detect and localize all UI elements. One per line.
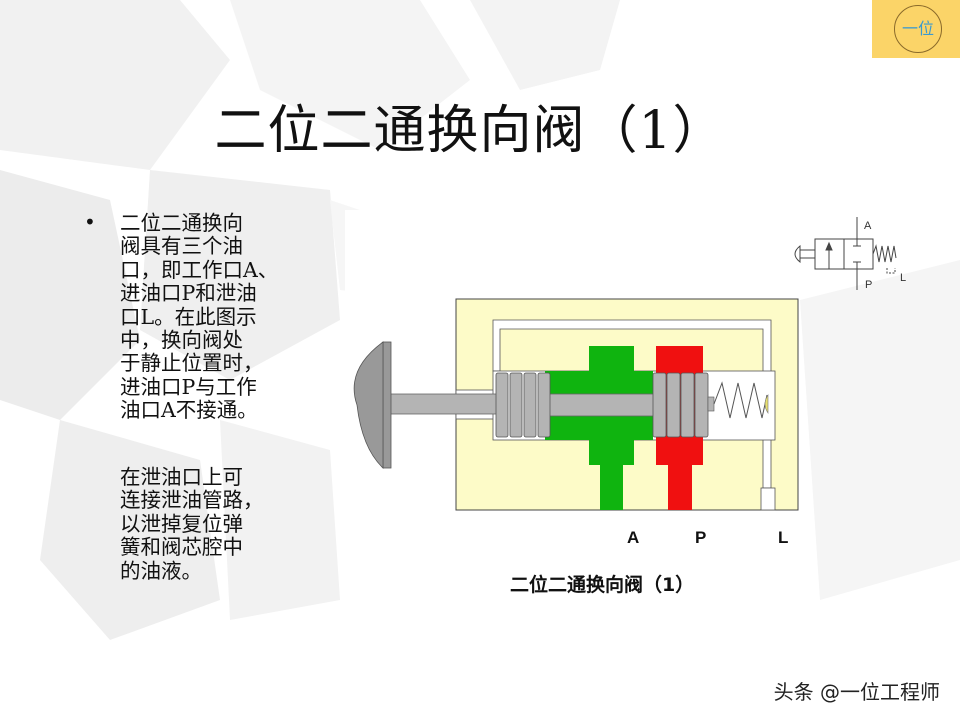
port-a-label: A bbox=[627, 528, 639, 547]
spring-stop bbox=[764, 394, 769, 414]
valve-symbol bbox=[794, 217, 897, 290]
push-button-dome bbox=[353, 341, 384, 469]
symbol-p-label: P bbox=[865, 279, 872, 291]
watermark: 头条 @一位工程师 bbox=[773, 680, 940, 704]
bullet-icon: • bbox=[84, 210, 96, 234]
text-line: 中，换向阀处 bbox=[120, 328, 243, 353]
text-line: 于静止位置时， bbox=[120, 351, 264, 376]
logo-circle: 一位 bbox=[894, 5, 942, 53]
spool-shaft bbox=[547, 393, 657, 417]
spring-seat bbox=[707, 396, 715, 412]
text-line: 阀具有三个油 bbox=[120, 234, 243, 259]
text-line: 以泄掉复位弹 bbox=[120, 511, 243, 536]
push-button-plate bbox=[382, 341, 392, 469]
description-paragraph: 二位二通换向 阀具有三个油 口，即工作口A、 进油口P和泄油 口L。在此图示 中… bbox=[120, 211, 279, 423]
spool-lands-right bbox=[652, 372, 709, 438]
drain-port bbox=[760, 487, 776, 511]
port-a-chamber bbox=[545, 346, 653, 510]
text-line: 连接泄油管路， bbox=[120, 488, 264, 513]
slide-title: 二位二通换向阀（1） bbox=[214, 101, 726, 161]
text-line: 进油口P与工作 bbox=[120, 374, 257, 399]
text-line: 簧和阀芯腔中 bbox=[120, 535, 243, 560]
port-p-label: P bbox=[695, 528, 706, 547]
text-line: 口L。在此图示 bbox=[120, 304, 257, 329]
text-line: 在泄油口上可 bbox=[120, 465, 243, 489]
text-line: 口，即工作口A、 bbox=[120, 257, 279, 282]
symbol-a-label: A bbox=[864, 220, 872, 232]
return-spring bbox=[713, 381, 768, 419]
text-line: 进油口P和泄油 bbox=[120, 281, 257, 306]
text-line: 的油液。 bbox=[120, 558, 202, 583]
logo-badge: 一位 bbox=[872, 0, 960, 58]
spool-lands-left bbox=[495, 372, 551, 438]
symbol-l-label: L bbox=[900, 272, 906, 284]
port-l-label: L bbox=[778, 528, 788, 547]
text-line: 二位二通换向 bbox=[120, 211, 243, 235]
diagram-caption: 二位二通换向阀（1） bbox=[510, 574, 695, 596]
push-rod bbox=[389, 393, 501, 415]
drain-paragraph: 在泄油口上可 连接泄油管路， 以泄掉复位弹 簧和阀芯腔中 的油液。 bbox=[120, 465, 264, 583]
text-line: 油口A不接通。 bbox=[120, 398, 258, 423]
